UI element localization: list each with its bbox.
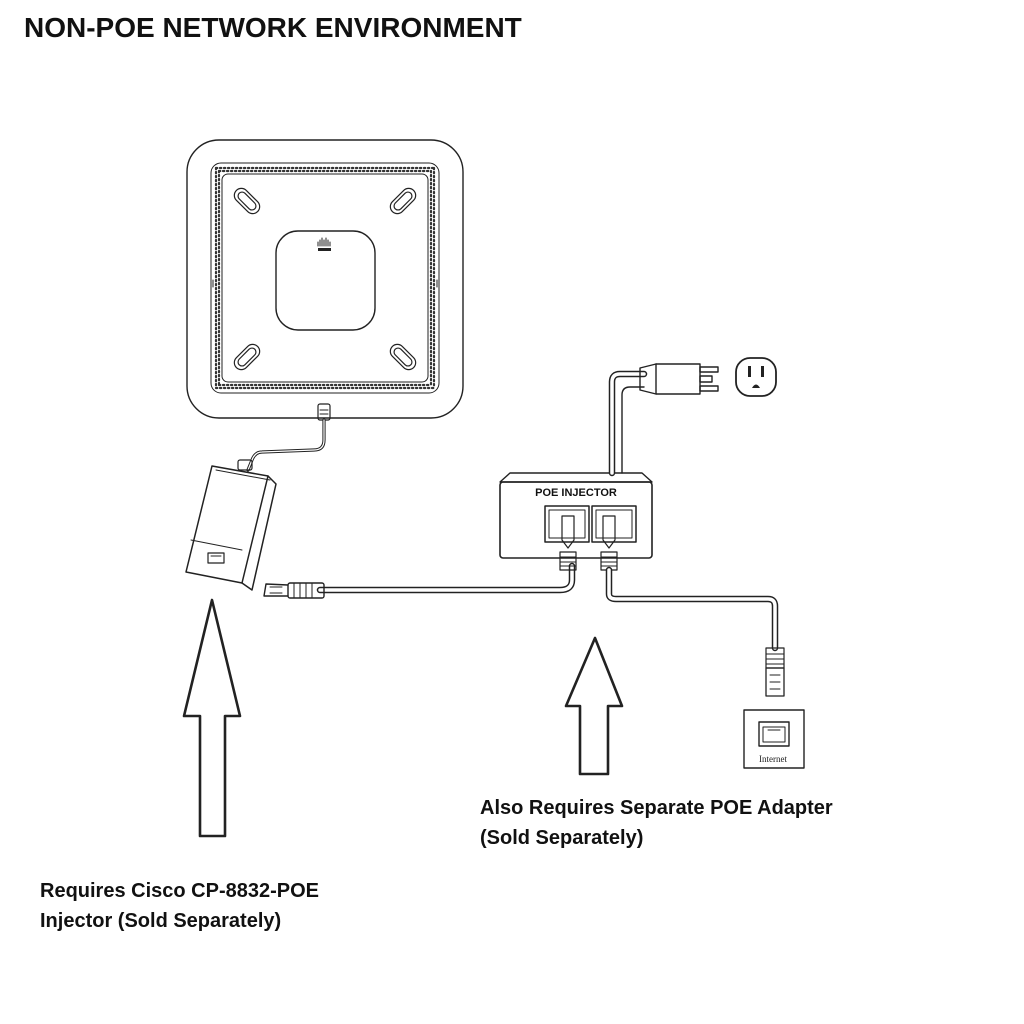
caption-line: Injector (Sold Separately) [40,910,282,932]
speaker-grille [214,166,436,390]
caption-line: Requires Cisco CP-8832-POE [40,880,319,902]
ethernet-cable-to-module [263,562,576,599]
wall-jack-label: Internet [759,754,787,764]
up-arrow-icon [564,636,624,776]
caption-line: Also Requires Separate POE Adapter [480,797,833,819]
phone-cable [246,418,326,472]
cisco-logo [317,237,331,251]
corner-feet [233,187,417,371]
up-arrow-icon [182,598,242,838]
conference-phone-unit [186,139,464,421]
power-plug-icon [639,363,719,395]
injector-label: POE INJECTOR [535,487,617,499]
caption-poe-adapter: Also Requires Separate POE Adapter (Sold… [480,793,940,853]
caption-line: (Sold Separately) [480,827,644,849]
ethernet-cable-to-network [605,566,785,697]
caption-cp-8832-injector: Requires Cisco CP-8832-POE Injector (Sol… [40,876,460,936]
power-outlet-icon [735,357,777,397]
power-cord [608,370,648,477]
cp-8832-poe-injector [185,459,277,591]
ethernet-port-icon [207,552,225,564]
page-title: NON-POE NETWORK ENVIRONMENT [24,12,522,43]
ethernet-jack-icon [743,709,805,769]
